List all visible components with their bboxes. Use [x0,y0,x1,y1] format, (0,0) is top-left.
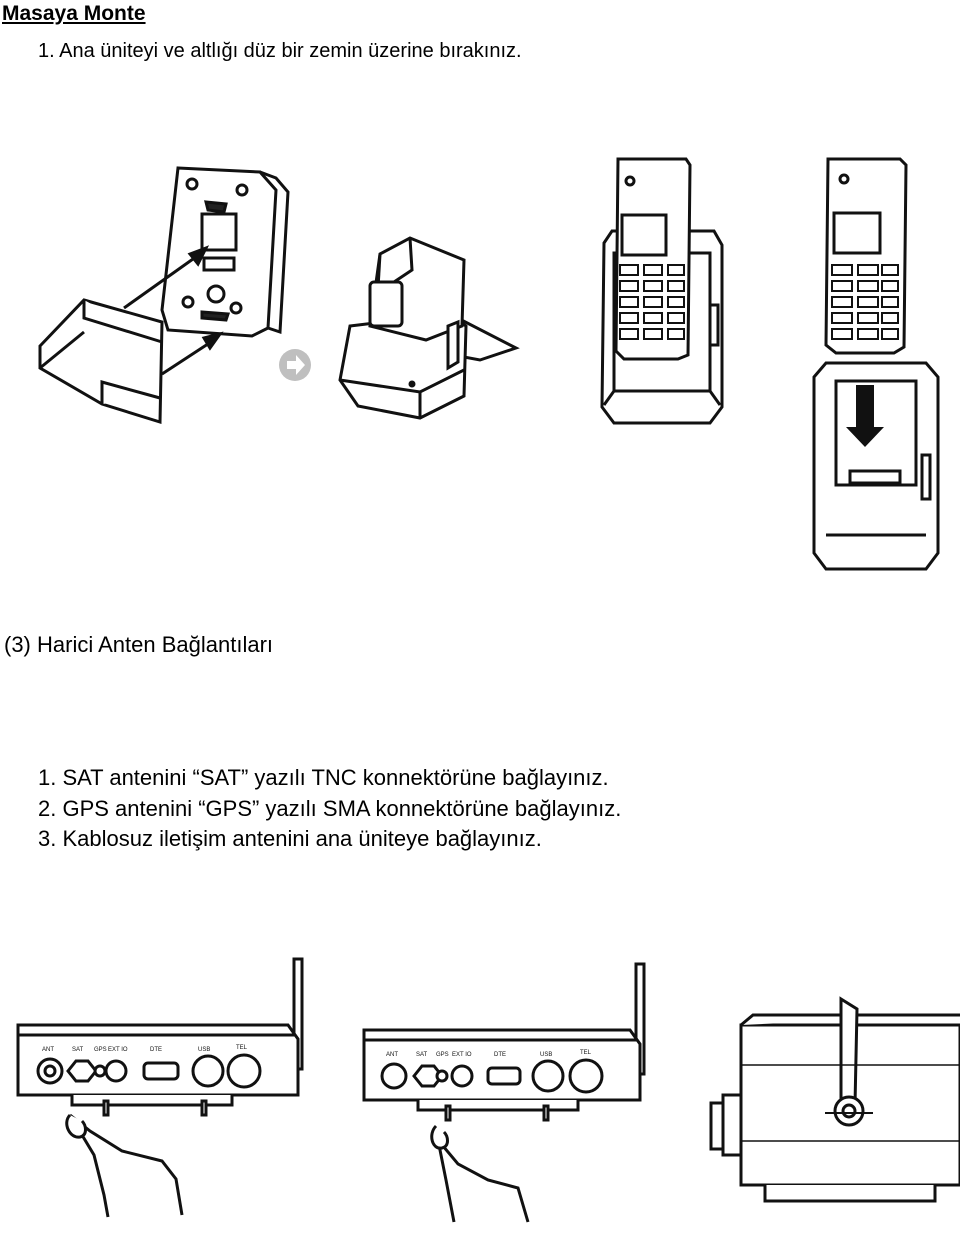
antenna-steps-list: 1. SAT antenini “SAT” yazılı TNC konnekt… [38,763,621,855]
antenna-step-3: 3. Kablosuz iletişim antenini ana ünitey… [38,826,542,851]
antenna-step-1: 1. SAT antenini “SAT” yazılı TNC konnekt… [38,765,609,790]
svg-text:EXT IO: EXT IO [452,1052,472,1058]
svg-text:TEL: TEL [580,1050,592,1056]
antenna-step-2: 2. GPS antenini “GPS” yazılı SMA konnekt… [38,795,622,821]
next-step-arrow-icon [279,349,311,381]
svg-text:SAT: SAT [416,1052,428,1058]
svg-text:ANT: ANT [42,1047,54,1053]
page-heading: Masaya Monte [2,2,146,25]
svg-text:TEL: TEL [236,1045,248,1051]
svg-text:USB: USB [198,1047,210,1053]
svg-text:EXT IO: EXT IO [108,1047,128,1053]
svg-text:ANT: ANT [386,1052,398,1058]
handset-insert-figure [810,155,945,575]
connector-panel-gps-figure: ANT SAT GPS EXT IO DTE USB TEL [358,960,658,1230]
bracket-assembly-figure [30,150,320,440]
section-title: (3) Harici Anten Bağlantıları [4,632,274,657]
svg-text:DTE: DTE [494,1052,506,1058]
side-view-antenna-figure [705,995,960,1205]
connector-panel-sat-figure: ANT SAT GPS EXT IO DTE USB TEL [12,955,312,1225]
svg-text:USB: USB [540,1052,552,1058]
mount-step-1: 1. Ana üniteyi ve altlığı düz bir zemin … [38,40,522,62]
svg-text:SAT: SAT [72,1047,84,1053]
svg-text:GPS: GPS [436,1052,449,1058]
svg-text:GPS: GPS [94,1047,107,1053]
handset-in-cradle-figure [598,155,728,430]
svg-text:DTE: DTE [150,1047,162,1053]
desk-stand-figure [330,230,520,420]
